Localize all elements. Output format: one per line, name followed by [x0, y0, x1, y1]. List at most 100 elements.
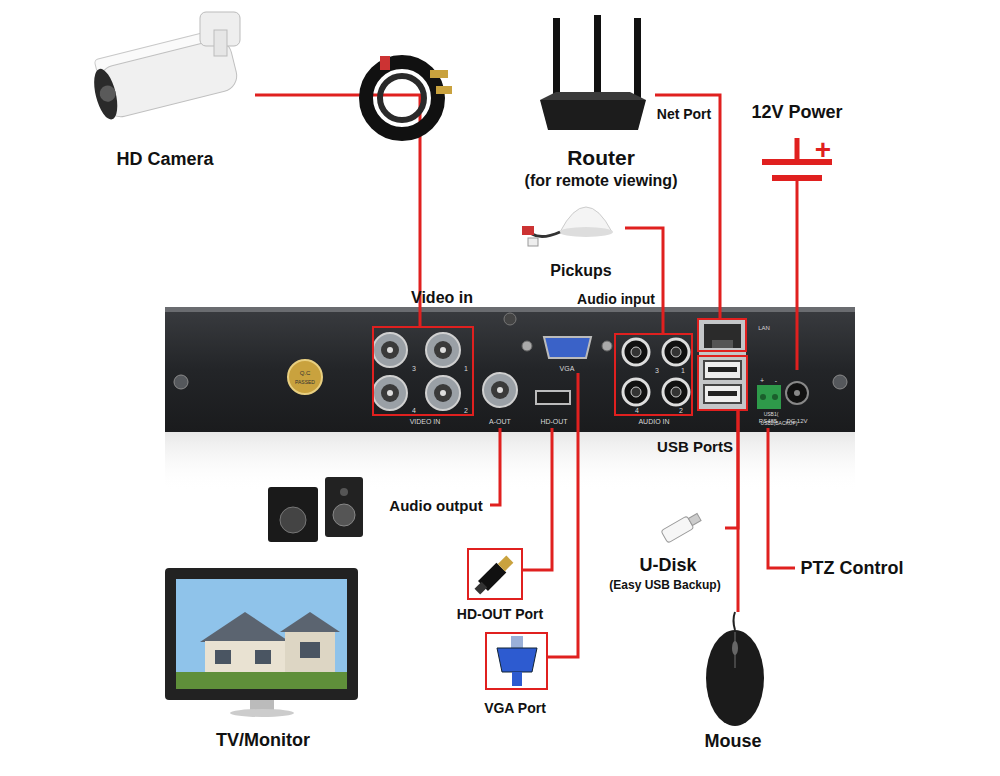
dc-socket: [794, 390, 800, 396]
mouse-wheel: [732, 641, 738, 655]
vga-socket: [544, 337, 591, 358]
node-label: VGA Port: [484, 701, 546, 715]
monitor-screen: [176, 579, 347, 689]
monitor-base: [230, 709, 294, 717]
connector-line: [548, 373, 578, 657]
node-label: PTZ Control: [801, 559, 904, 577]
node-label: HD Camera: [116, 150, 213, 168]
node-label: Video in: [411, 290, 473, 306]
audio-in-port: Audio input3142AUDIO IN: [614, 333, 693, 416]
rca-jack: [631, 387, 641, 397]
usb-socket: [704, 385, 741, 403]
rs485-screw: [760, 394, 766, 400]
panel-marking: 2: [464, 407, 468, 414]
pickup-cable: [532, 232, 560, 237]
bnc-connector: [387, 390, 393, 396]
panel-label: -: [775, 377, 777, 384]
hd-out-plug: HD-OUT Port: [467, 548, 523, 600]
usb-socket: [704, 361, 741, 379]
router-antenna: [553, 18, 560, 103]
dvr-panel: [165, 307, 855, 432]
audio-out-jack: A-OUT: [480, 370, 520, 428]
node-label: USB PortS: [657, 439, 733, 454]
lan-port: LAN: [697, 318, 747, 352]
panel-marking: 1: [464, 365, 468, 372]
bnc-connector: [381, 341, 399, 359]
panel-marking: A-OUT: [489, 418, 511, 425]
house-roof: [280, 612, 340, 632]
node-label: HD-OUT Port: [457, 607, 543, 621]
connector-line: [625, 228, 663, 333]
node-label: TV/Monitor: [216, 731, 310, 749]
node-label: U-Disk: [639, 556, 696, 574]
rca-jack: [663, 339, 689, 365]
bnc-connector: [440, 390, 446, 396]
panel-label: +: [815, 136, 831, 164]
connector-line: [768, 428, 795, 568]
hdmi-plug-illustration: [472, 554, 514, 596]
cable-coil: [380, 76, 424, 120]
panel-label: Q.C: [300, 370, 311, 376]
node-label: Pickups: [550, 263, 611, 279]
panel-label: USB1(: [764, 412, 779, 417]
lan-socket: [712, 340, 733, 348]
rca-jack: [663, 379, 689, 405]
pickup-base: [559, 227, 613, 237]
hdmi-tip: [498, 556, 514, 572]
router-antenna: [634, 18, 641, 103]
lawn: [176, 672, 347, 689]
router-top: [540, 92, 646, 100]
vga-plug-shell: [497, 648, 537, 672]
house-wall: [205, 641, 285, 676]
connector-line: [490, 428, 500, 505]
mouse-wire: [734, 612, 736, 630]
node-label: (for remote viewing): [525, 173, 678, 189]
bnc-connector: [373, 333, 407, 367]
ptz-node: PTZ Control: [795, 555, 910, 581]
bnc-connector: [426, 333, 460, 367]
node-label: 12V Power: [751, 103, 842, 121]
house-roof: [200, 612, 290, 642]
panel-marking: 2: [679, 407, 683, 414]
u-disk-plug: [688, 514, 701, 526]
house-wall: [285, 631, 335, 676]
hd-out-jack: HD-OUT: [530, 383, 572, 428]
rs485-screw: [772, 394, 778, 400]
bnc-connector: [426, 376, 460, 410]
bnc-connector: [491, 381, 509, 399]
connector-line: [655, 95, 720, 318]
vga-cable: [511, 636, 523, 648]
panel-marking: HD-OUT: [540, 418, 567, 425]
pickup-node: Pickups: [515, 190, 625, 285]
panel-marking: VIDEO IN: [410, 418, 441, 425]
vga-plug: VGA Port: [485, 632, 548, 690]
speaker-box: [325, 477, 363, 537]
lan-socket: [704, 324, 741, 348]
panel-marking: 3: [412, 365, 416, 372]
panel-marking: VGA: [560, 365, 575, 372]
cable-plug: [430, 70, 448, 78]
node-label: (Easy USB Backup): [609, 579, 720, 591]
speaker-tweeter: [340, 488, 348, 496]
rs485-block: [757, 385, 781, 409]
panel-marking: AUDIO IN: [638, 418, 669, 425]
usb-ports: USB PortS: [697, 355, 748, 411]
camera-node: HD Camera: [75, 8, 255, 173]
usb-socket: [708, 391, 737, 396]
node-label: Audio output: [389, 498, 482, 513]
power-node: 12V Power: [745, 100, 850, 190]
connector-line: [725, 411, 738, 528]
rca-jack: [671, 387, 681, 397]
port-plate: [699, 320, 746, 409]
panel-tab: [504, 313, 516, 325]
speaker-cone: [333, 504, 355, 526]
video-in-port: Video in3142VIDEO IN: [372, 326, 474, 416]
router-node: Router(for remote viewing): [545, 15, 655, 195]
house-window: [215, 650, 231, 664]
bnc-connector: [497, 387, 503, 393]
power-symbol: [796, 178, 799, 190]
camera-lens: [98, 84, 117, 103]
house-window: [300, 642, 320, 658]
vga-cable: [512, 672, 522, 686]
